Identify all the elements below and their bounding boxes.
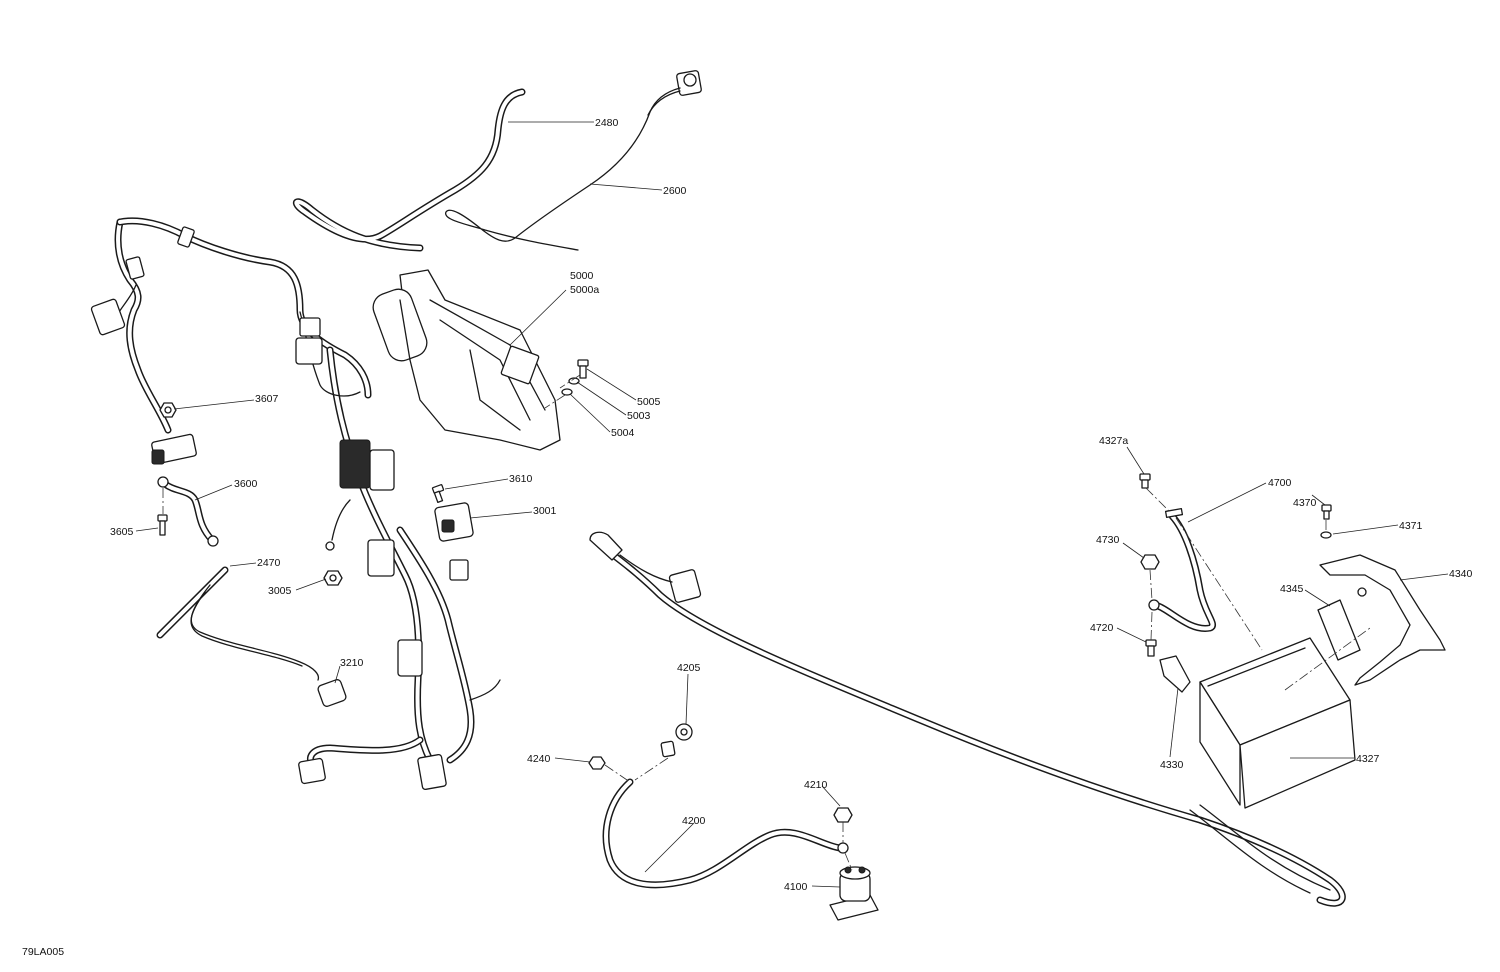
callout-4210: 4210 [804,779,828,791]
part-4327a-bolt [1139,473,1151,489]
part-4330-cap [1159,655,1191,693]
callout-3605: 3605 [110,526,134,538]
long-battery-cable [589,531,1346,907]
callout-4330: 4330 [1160,759,1184,771]
figure-id: 79LA005 [22,946,64,958]
callout-4370: 4370 [1293,497,1317,509]
part-3605-bolt [157,514,168,536]
callout-5005: 5005 [637,396,661,408]
part-5005-bolt [577,359,589,379]
callout-4345: 4345 [1280,583,1304,595]
part-2480-hose [292,88,526,252]
part-4345-pad [1317,599,1361,661]
part-2470-harness [156,566,320,681]
part-5003-washer [568,377,580,385]
callout-5000a: 5000a [570,284,599,296]
part-5004-washer [561,388,573,396]
part-4730-nut [1140,554,1160,570]
callout-4205: 4205 [677,662,701,674]
callout-4371: 4371 [1399,520,1423,532]
callout-4100: 4100 [784,881,808,893]
callout-4327: 4327 [1356,753,1380,765]
part-4200-cable [602,778,849,889]
callout-5000: 5000 [570,270,594,282]
callout-2600: 2600 [663,185,687,197]
leader-lines [135,121,1449,888]
part-3005-nut [323,570,343,586]
part-4340-bracket [1319,554,1446,686]
callout-4720: 4720 [1090,622,1114,634]
callout-4327a: 4327a [1099,435,1128,447]
part-4327-battery [1199,637,1356,809]
part-4205-terminal [660,723,693,758]
part-4100-solenoid [829,866,879,921]
part-3610-screw [431,484,445,504]
part-4240-nut [588,756,606,770]
callout-4700: 4700 [1268,477,1292,489]
part-5000-ecu [372,269,561,451]
part-4700-cable [1148,508,1216,632]
callout-4340: 4340 [1449,568,1473,580]
callout-4240: 4240 [527,753,551,765]
part-3600-ground-strap [157,476,219,547]
callout-3210: 3210 [340,657,364,669]
callout-4200: 4200 [682,815,706,827]
callout-5004: 5004 [611,427,635,439]
callout-3001: 3001 [533,505,557,517]
callout-3005: 3005 [268,585,292,597]
callout-labels: 2480 2600 5000 5000a 5005 5003 5004 3607… [110,117,1473,893]
part-4210-nut [833,807,853,823]
callout-3607: 3607 [255,393,279,405]
callout-4730: 4730 [1096,534,1120,546]
part-sensor-block [151,433,197,465]
part-4720-bolt [1145,639,1157,657]
callout-5003: 5003 [627,410,651,422]
part-3210-connector [317,679,347,707]
callout-2480: 2480 [595,117,619,129]
part-4370-bolt [1321,504,1332,520]
part-4371-washer [1320,531,1332,539]
part-3607-nut [159,402,177,418]
part-2600-sensor-wire [445,70,702,251]
assembly-lines [162,374,1371,871]
part-3001-connector [434,502,474,542]
main-wiring-harness [90,217,501,791]
callout-3600: 3600 [234,478,258,490]
callout-2470: 2470 [257,557,281,569]
callout-3610: 3610 [509,473,533,485]
